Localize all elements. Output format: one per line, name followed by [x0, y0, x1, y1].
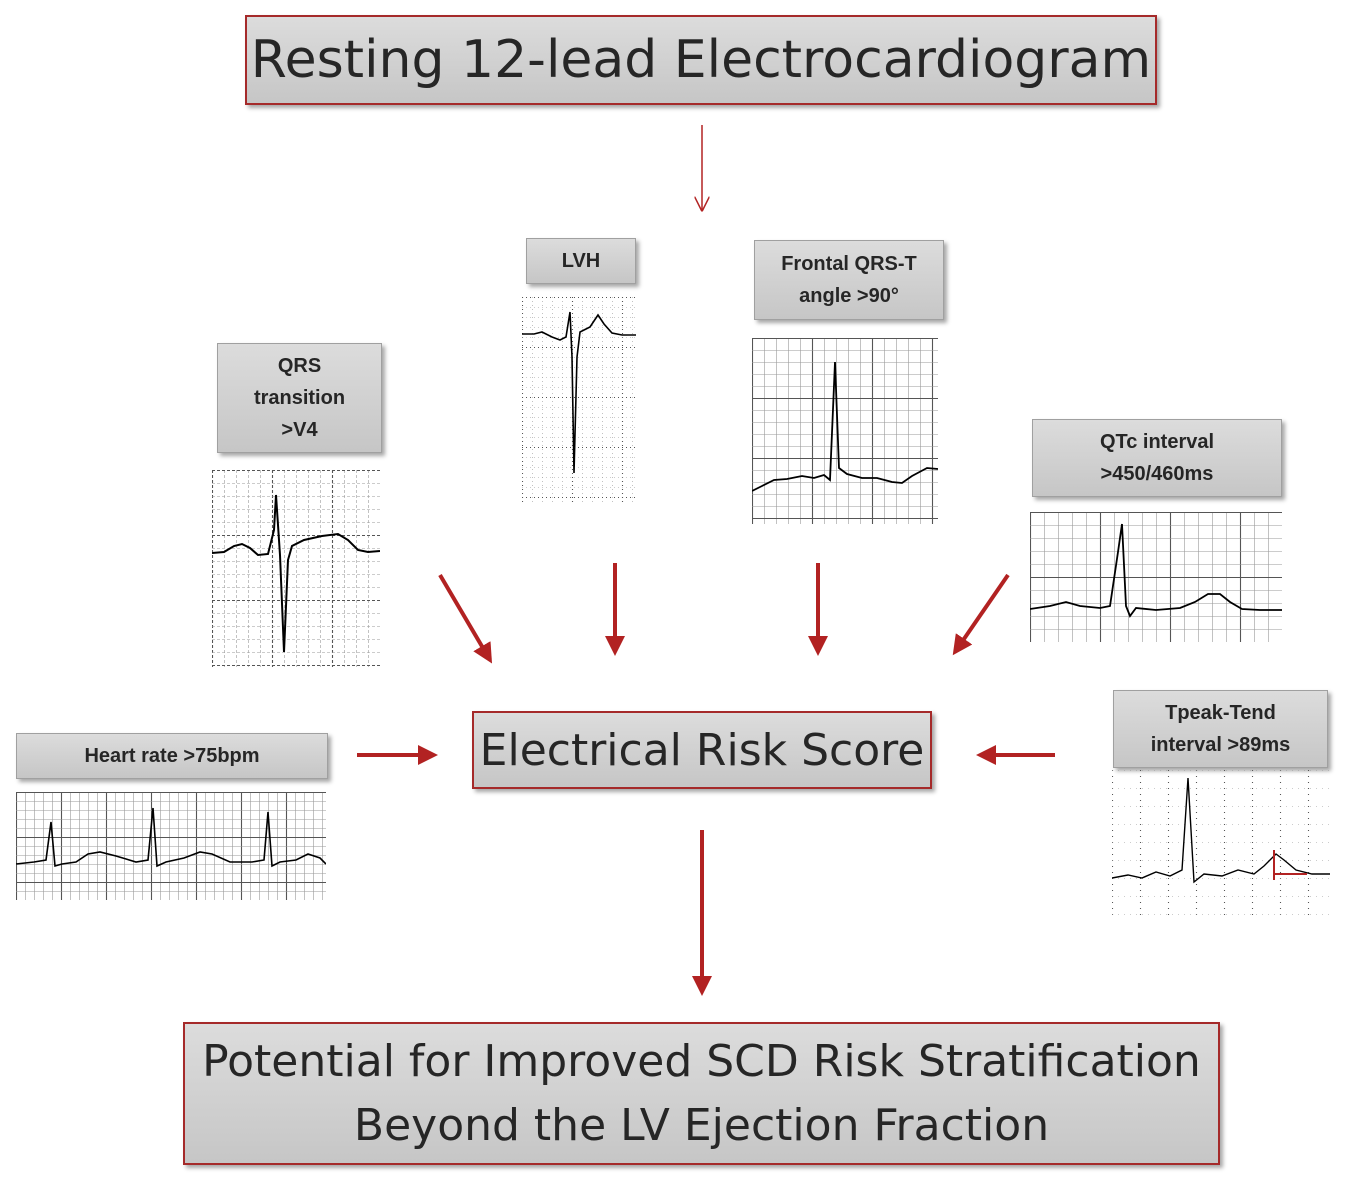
lvh-box: LVH [526, 238, 636, 284]
qrs-transition-line3: >V4 [281, 419, 318, 441]
qtc-line2: >450/460ms [1100, 463, 1214, 485]
heart-rate-box: Heart rate >75bpm [16, 733, 328, 779]
arrow-qtc [952, 573, 1010, 656]
qrs-transition-line1: QRS [277, 355, 322, 377]
outcome-line1: Potential for Improved SCD Risk Stratifi… [202, 1035, 1201, 1087]
qrs-transition-ecg-strip [212, 470, 380, 667]
arrow-qrs-transition [438, 573, 493, 664]
tpeak-ecg-strip [1112, 770, 1330, 915]
lvh-ecg-strip [522, 297, 636, 502]
heart-rate-ecg-strip [16, 792, 326, 900]
outcome-line2: Beyond the LV Ejection Fraction [353, 1099, 1050, 1151]
outcome-box: Potential for Improved SCD Risk Stratifi… [183, 1022, 1220, 1165]
lvh-label: LVH [561, 250, 601, 272]
qrs-t-line2: angle >90° [799, 285, 899, 307]
qrs-t-line1: Frontal QRS-T [781, 253, 917, 275]
qrs-transition-line2: transition [253, 387, 346, 409]
title-text: Resting 12-lead Electrocardiogram [250, 30, 1152, 90]
tpeak-line1: Tpeak-Tend [1165, 702, 1276, 724]
tpeak-line2: interval >89ms [1150, 734, 1291, 756]
title-box: Resting 12-lead Electrocardiogram [245, 15, 1157, 105]
tpeak-tend-marker [1273, 850, 1307, 880]
center-score-text: Electrical Risk Score [479, 724, 925, 776]
qtc-box: QTc interval >450/460ms [1032, 419, 1282, 497]
qrs-t-ecg-strip [752, 338, 938, 524]
heart-rate-label: Heart rate >75bpm [84, 745, 260, 767]
qtc-ecg-strip [1030, 512, 1282, 642]
qtc-line1: QTc interval [1099, 431, 1215, 453]
tpeak-box: Tpeak-Tend interval >89ms [1113, 690, 1328, 768]
center-score-box: Electrical Risk Score [472, 711, 932, 789]
qrs-t-angle-box: Frontal QRS-T angle >90° [754, 240, 944, 320]
qrs-transition-box: QRS transition >V4 [217, 343, 382, 453]
